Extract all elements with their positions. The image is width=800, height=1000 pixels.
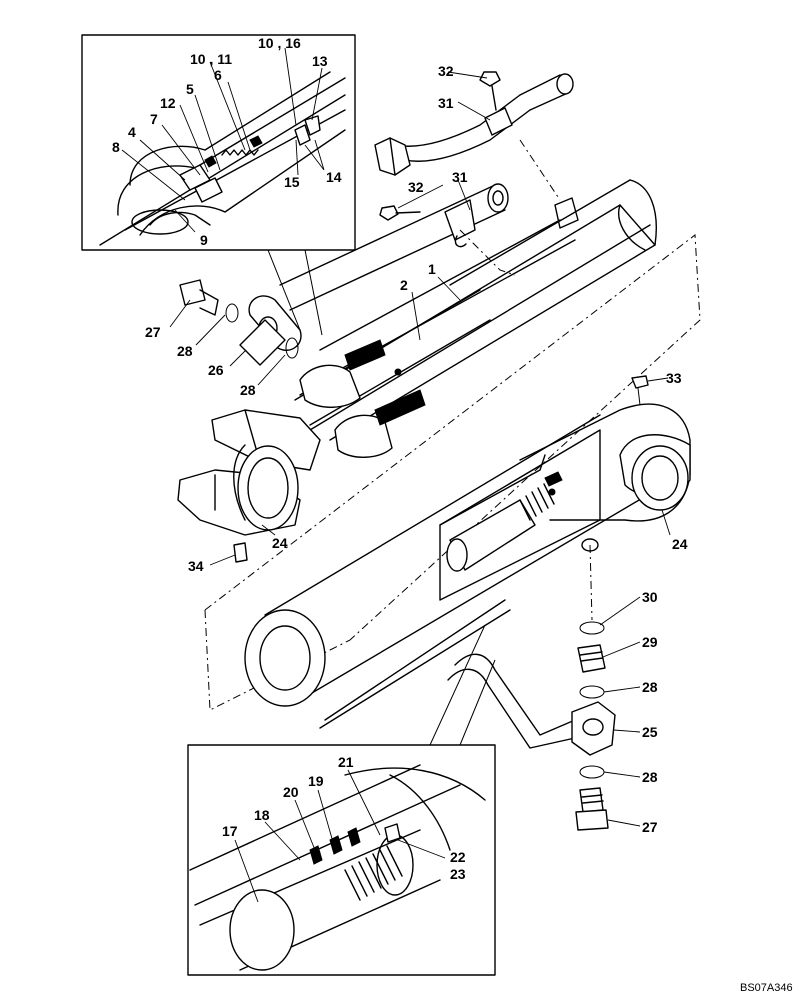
callout-31-upper: 31 — [438, 95, 454, 111]
callout-1: 1 — [428, 261, 436, 277]
callout-6: 6 — [214, 67, 222, 83]
callout-28-upper-left: 28 — [177, 343, 193, 359]
callout-31-lower: 31 — [452, 169, 468, 185]
cylinder-tube-assembly — [204, 234, 701, 729]
callout-33: 33 — [666, 370, 682, 386]
callout-29: 29 — [642, 634, 658, 650]
callout-28-lower-b: 28 — [642, 769, 658, 785]
callout-labels: 1 2 4 5 6 7 8 9 10 , 11 10 , 16 12 13 14… — [112, 35, 688, 882]
callout-4: 4 — [128, 124, 136, 140]
callout-32-lower: 32 — [408, 179, 424, 195]
diagram-reference-code: BS07A346 — [740, 982, 793, 994]
callout-20: 20 — [283, 784, 299, 800]
callout-23: 23 — [450, 866, 466, 882]
upper-pipe-assembly — [374, 71, 579, 276]
leader-lines — [121, 47, 671, 903]
callout-18: 18 — [254, 807, 270, 823]
inset-rod-seal-detail — [81, 34, 356, 336]
callout-34: 34 — [188, 558, 204, 574]
callout-7: 7 — [150, 111, 158, 127]
callout-12: 12 — [160, 95, 176, 111]
callout-13: 13 — [312, 53, 328, 69]
callout-5: 5 — [186, 81, 194, 97]
callout-15: 15 — [284, 174, 300, 190]
callout-10-11: 10 , 11 — [190, 51, 232, 67]
callout-9: 9 — [200, 232, 208, 248]
callout-19: 19 — [308, 773, 324, 789]
callout-25: 25 — [642, 724, 658, 740]
callout-28-middle: 28 — [240, 382, 256, 398]
callout-28-lower-a: 28 — [642, 679, 658, 695]
callout-14: 14 — [326, 169, 342, 185]
rod-assembly — [177, 179, 657, 536]
callout-10-16: 10 , 16 — [258, 35, 301, 51]
callout-30: 30 — [642, 589, 658, 605]
callout-26: 26 — [208, 362, 224, 378]
callout-22: 22 — [450, 849, 466, 865]
callout-21: 21 — [338, 754, 354, 770]
callout-17: 17 — [222, 823, 238, 839]
callout-24-upper: 24 — [272, 535, 288, 551]
inset-piston-detail — [187, 624, 496, 976]
callout-27-upper: 27 — [145, 324, 161, 340]
callout-32-upper: 32 — [438, 63, 454, 79]
callout-24-right: 24 — [672, 536, 688, 552]
callout-2: 2 — [400, 277, 408, 293]
callout-8: 8 — [112, 139, 120, 155]
callout-27-lower: 27 — [642, 819, 658, 835]
lower-pipe-assembly — [179, 279, 616, 831]
